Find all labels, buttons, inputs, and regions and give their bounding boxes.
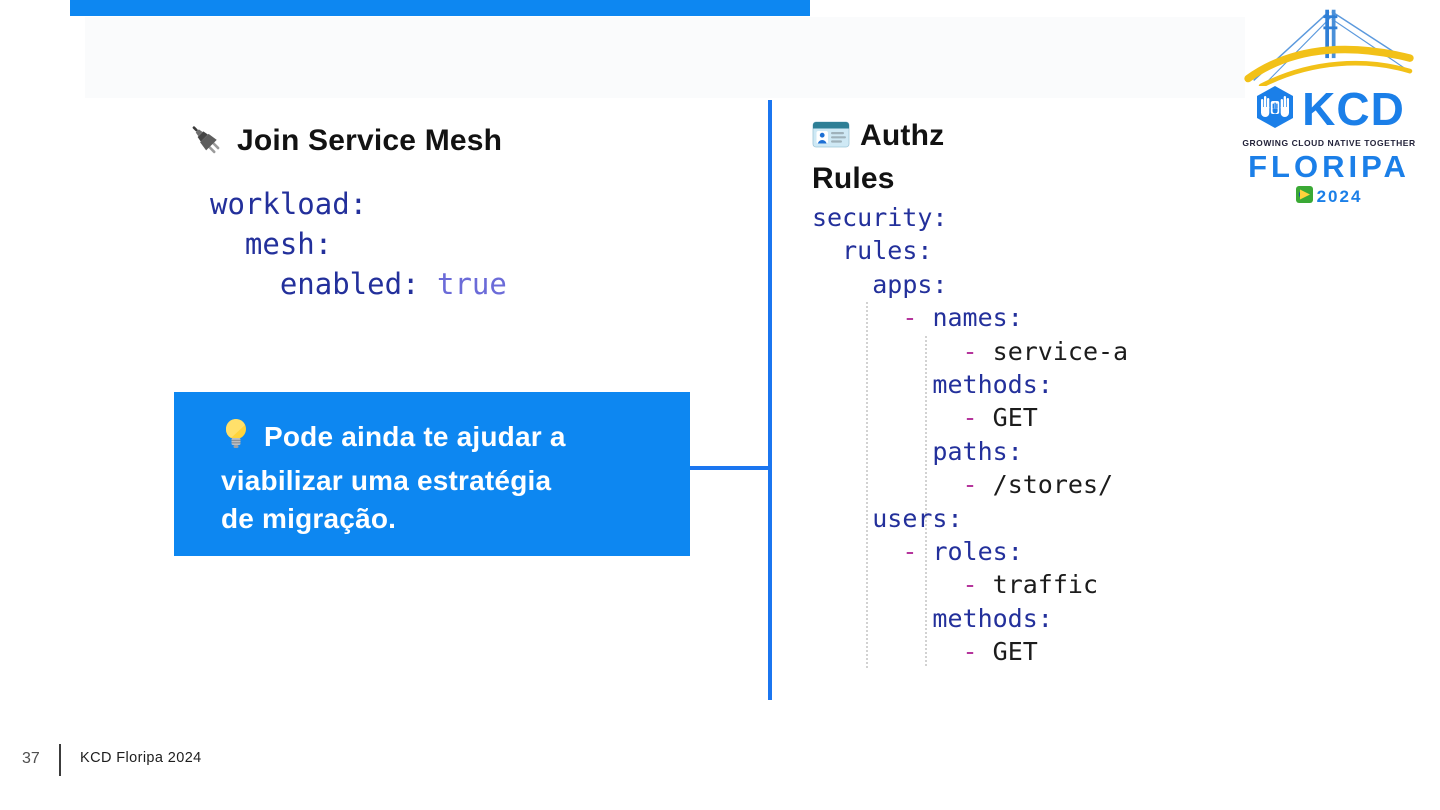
code-line: - GET [962, 637, 1038, 667]
code-line: methods: [932, 603, 1053, 633]
right-code-block: security: rules: apps: - names: - servic… [812, 201, 1128, 669]
callout-connector-line [690, 466, 769, 470]
footer-title: KCD Floripa 2024 [80, 750, 202, 766]
footer-divider [59, 744, 61, 776]
left-section-title-text: Join Service Mesh [237, 124, 503, 157]
header-background-panel [85, 17, 1245, 98]
callout-text-line: viabilizar uma estratégia [221, 464, 552, 496]
footer: 37 KCD Floripa 2024 [0, 740, 400, 784]
logo-year: 2024 [1316, 187, 1363, 206]
left-code-block: workload: mesh: enabled: true [210, 184, 507, 304]
logo-year-row: 2024 [1295, 186, 1363, 208]
left-section-title: Join Service Mesh [183, 116, 502, 166]
code-line: - names: [902, 303, 1023, 333]
top-accent-bar [70, 0, 810, 16]
code-line: apps: [872, 269, 948, 299]
logo-wordmark: KCD [1302, 83, 1405, 135]
callout-text-line: de migração. [221, 503, 397, 534]
section-divider-line [768, 100, 772, 700]
callout-box: Pode ainda te ajudar a viabilizar uma es… [174, 392, 690, 556]
lightbulb-icon [221, 417, 251, 462]
brazil-flag-icon [1295, 186, 1313, 208]
code-line: workload: [210, 187, 368, 221]
logo-city: FLORIPA [1248, 149, 1410, 184]
kcd-floripa-logo: KCD GROWING CLOUD NATIVE TOGETHER FLORIP… [1240, 6, 1418, 208]
logo-tagline: GROWING CLOUD NATIVE TOGETHER [1242, 138, 1416, 148]
code-line: paths: [932, 436, 1023, 466]
code-line: enabled: true [279, 267, 507, 301]
code-line: - GET [962, 403, 1038, 433]
page-number: 37 [22, 750, 40, 767]
code-line: security: [812, 203, 948, 232]
code-line: users: [872, 503, 963, 533]
callout-text-line: Pode ainda te ajudar a [264, 421, 566, 452]
code-line: - /stores/ [962, 470, 1114, 500]
code-line: rules: [842, 236, 933, 266]
id-card-icon [812, 119, 850, 159]
code-line: - roles: [902, 537, 1023, 567]
right-section-title: Authz Rules [812, 116, 987, 198]
indent-guide [866, 302, 868, 668]
right-section-title-text: Authz Rules [812, 119, 945, 195]
bridge-graphic [1244, 9, 1414, 86]
indent-guide [925, 336, 927, 666]
hands-hexagon-icon [1253, 85, 1297, 134]
code-line: methods: [932, 370, 1053, 400]
plug-icon [183, 116, 225, 166]
code-line: mesh: [244, 227, 333, 261]
code-line: - service-a [962, 336, 1129, 366]
logo-wordmark-row: KCD [1253, 82, 1405, 136]
callout-line: Pode ainda te ajudar a [221, 417, 676, 462]
code-line: - traffic [962, 570, 1098, 600]
